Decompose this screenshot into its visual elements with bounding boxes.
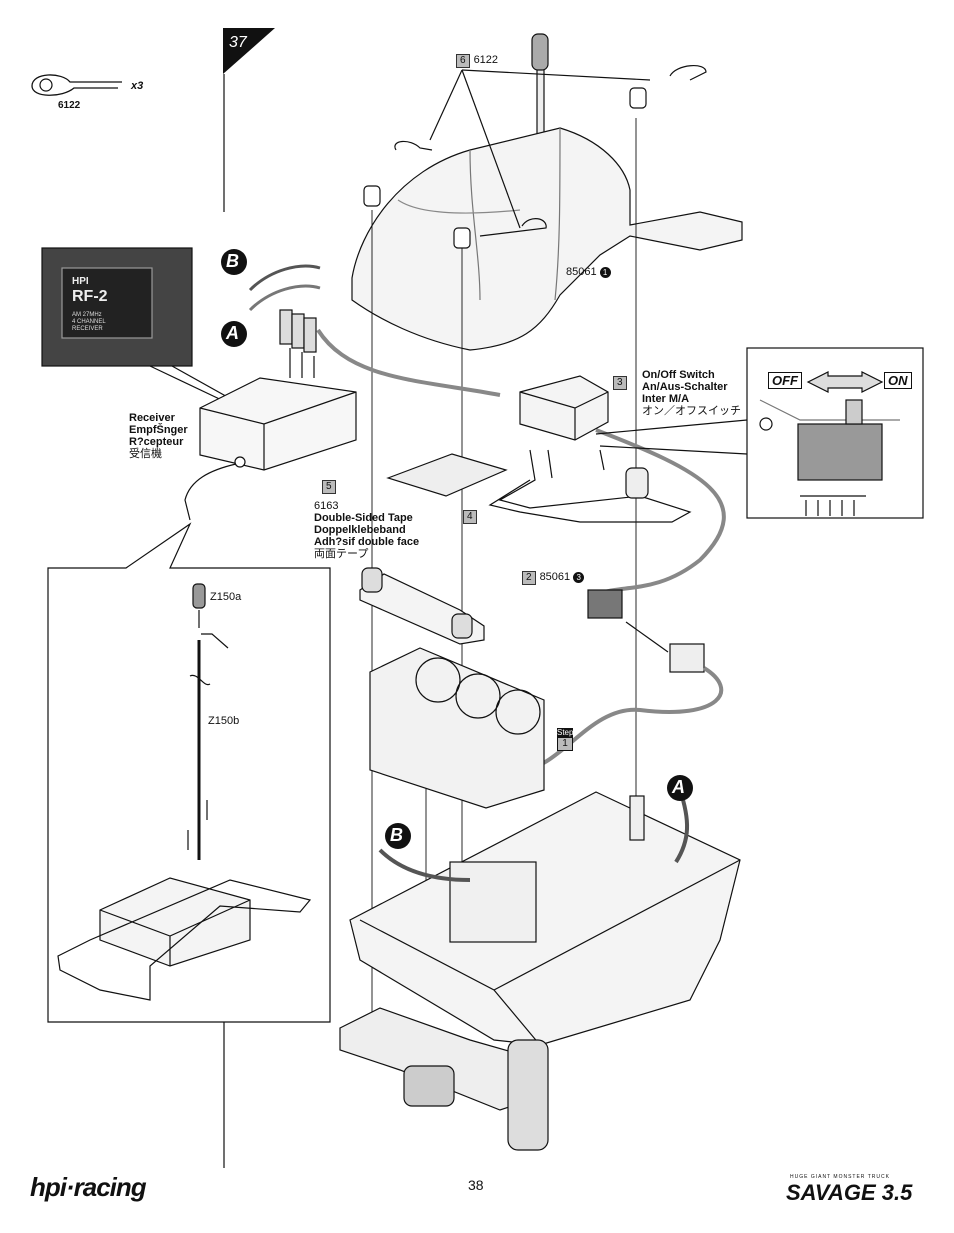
tape-de: Doppelklebeband [314, 524, 406, 536]
switch-ja: オン／オフスイッチ [642, 405, 741, 417]
photo-line1: AM 27MHz [72, 312, 102, 318]
step-ref-word: Step [557, 728, 574, 737]
marker-a-bottom: A [672, 777, 685, 797]
step-ref: Step 1 [557, 728, 573, 751]
parts-callout: x3 6122 [22, 66, 162, 116]
tray-part-number: 85061 [539, 571, 571, 583]
antenna-tip-label: Z150a [210, 591, 242, 603]
step-badge: 37 [223, 28, 275, 74]
wire-markers [221, 249, 693, 849]
photo-model: RF-2 [72, 288, 108, 305]
hpi-racing-logo: hpi·racing [30, 1172, 147, 1202]
receiver-box [199, 377, 357, 471]
switch-label: On/Off Switch An/Aus-Schalter Inter M/A … [642, 369, 741, 417]
marker-a-top: A [226, 323, 239, 343]
body-part-number: 85061 [566, 266, 597, 278]
tape-ja: 両面テープ [314, 548, 369, 560]
page-number: 38 [468, 1177, 484, 1193]
switch-on-label: ON [884, 372, 912, 389]
tag-5-wrap: 5 [322, 480, 340, 494]
switch-fr: Inter M/A [642, 393, 690, 405]
clip-part-label: 6122 [473, 54, 499, 66]
tape-fr: Adh?sif double face [314, 536, 420, 548]
photo-brand: HPI [72, 276, 89, 287]
antenna-inset [47, 522, 331, 1023]
body-shell [351, 127, 743, 351]
savage-logo: SAVAGE 3.5 [786, 1180, 913, 1205]
parts-qty: x3 [131, 80, 144, 92]
photo-line2: 4 CHANNEL [72, 319, 106, 325]
switch-off-label: OFF [768, 372, 802, 389]
receiver-en: Receiver [129, 412, 175, 424]
switch-en: On/Off Switch [642, 369, 715, 381]
tray-part-seq: 3 [573, 572, 585, 583]
antenna-tube-label: Z150b [208, 715, 240, 727]
tag-4-wrap: 4 [463, 510, 481, 524]
receiver-label: Receiver EmpfŠnger R?cepteur 受信機 [129, 412, 188, 460]
receiver-fr: R?cepteur [129, 436, 184, 448]
step-badge-shape [223, 28, 275, 74]
tape-en: Double-Sided Tape [314, 512, 413, 524]
parts-number: 6122 [58, 100, 81, 111]
battery-pack [369, 647, 545, 809]
tape [386, 453, 508, 497]
tag-5: 5 [322, 480, 336, 494]
switch [519, 375, 609, 441]
receiver-de: EmpfŠnger [129, 424, 188, 436]
savage-sub-logo: HUGE GIANT MONSTER TRUCK [790, 1174, 890, 1180]
tag-3-wrap: 3 [613, 376, 631, 390]
tag-2: 2 [522, 571, 536, 585]
step-ref-num: 1 [557, 737, 573, 751]
photo-line3: RECEIVER [72, 326, 103, 332]
switch-de: An/Aus-Schalter [642, 381, 728, 393]
step-number: 37 [229, 34, 247, 51]
clip-icon [31, 74, 122, 96]
receiver-ja: 受信機 [129, 448, 162, 460]
tape-part: 6163 [314, 500, 339, 512]
marker-b-top: B [226, 251, 239, 271]
tag-6: 6 [456, 54, 470, 68]
tape-label: 6163 Double-Sided Tape Doppelklebeband A… [314, 500, 419, 560]
body-part-seq: 1 [599, 267, 611, 278]
marker-b-bottom: B [390, 825, 403, 845]
body-part-label: 85061 1 [566, 266, 611, 278]
tag-4: 4 [463, 510, 477, 524]
tag-3: 3 [613, 376, 627, 390]
